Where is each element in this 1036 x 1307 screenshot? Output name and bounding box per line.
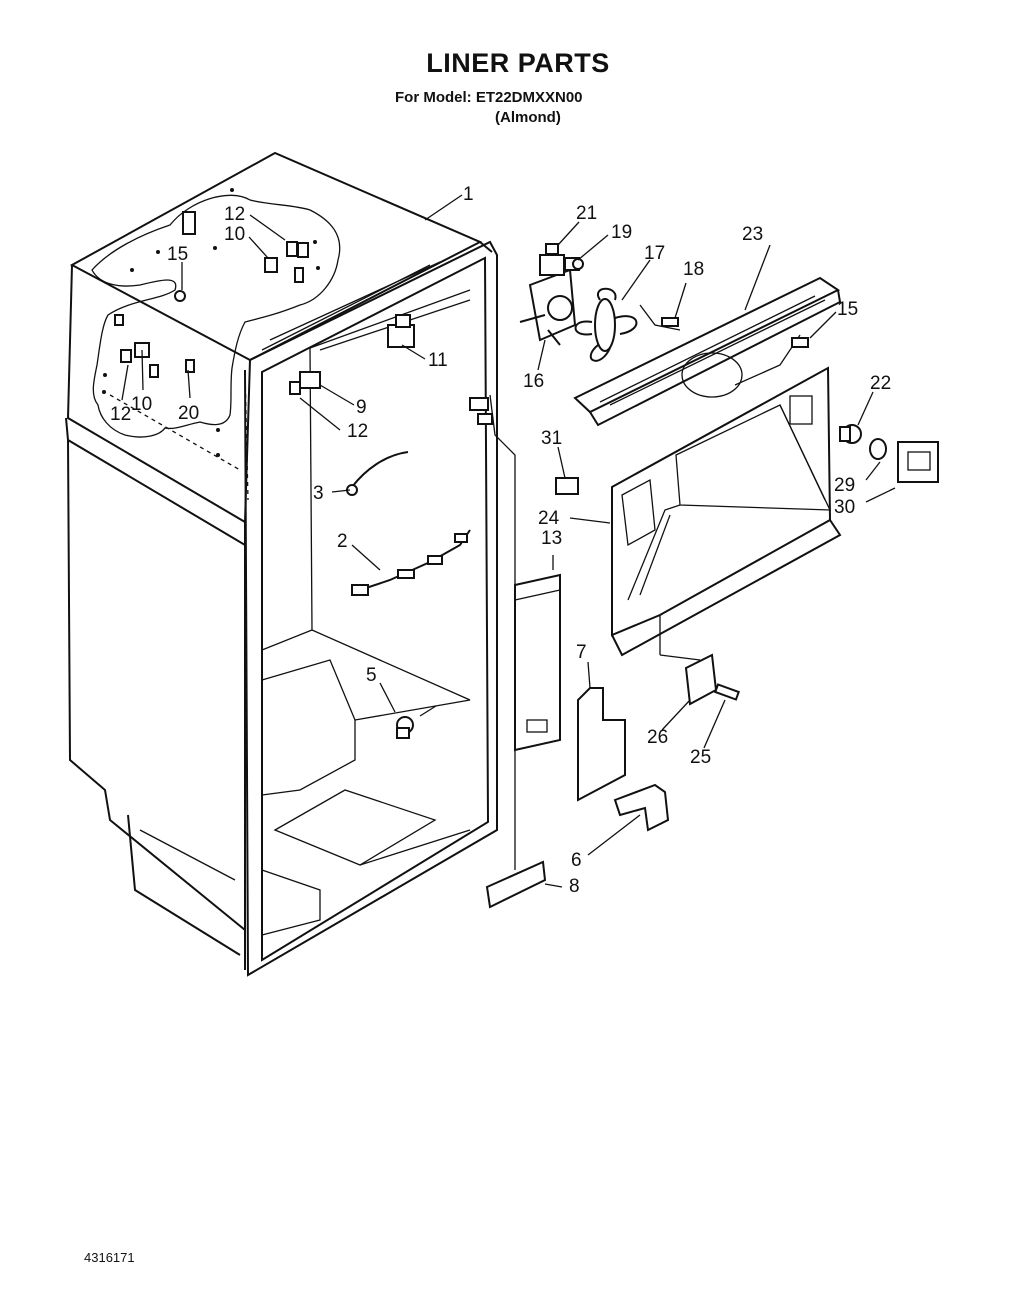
part-6-bracket — [613, 783, 670, 832]
callout-12: 12 — [224, 204, 245, 225]
part-7-shield — [577, 687, 626, 802]
callout-25: 25 — [690, 747, 711, 768]
liner-1 — [244, 240, 516, 977]
callout-10: 10 — [224, 224, 245, 245]
callout-23: 23 — [742, 224, 763, 245]
callout-8: 8 — [569, 876, 580, 897]
callout-13: 13 — [541, 528, 562, 549]
part-31-clip — [555, 477, 579, 495]
top-brackets — [102, 188, 320, 457]
callout-16: 16 — [523, 371, 544, 392]
part-26-plate — [684, 653, 740, 706]
callout-10: 10 — [131, 394, 152, 415]
callout-17: 17 — [644, 243, 665, 264]
callout-9: 9 — [356, 397, 367, 418]
callout-11: 11 — [428, 350, 448, 371]
callout-3: 3 — [313, 483, 324, 504]
callout-24: 24 — [538, 508, 560, 529]
callout-30: 30 — [834, 497, 855, 518]
callout-labels: 1 12 10 15 12 10 20 11 9 12 3 2 5 13 21 … — [110, 184, 891, 897]
part-8-strip — [485, 860, 547, 909]
callout-12: 12 — [110, 404, 131, 425]
cabinet-shell — [65, 151, 493, 970]
leader-lines — [121, 194, 896, 888]
model-color: (Almond) — [495, 109, 561, 126]
diagram-title: LINER PARTS — [426, 48, 610, 78]
model-number: For Model: ET22DMXXN00 — [395, 89, 583, 106]
screw-15 — [791, 337, 809, 348]
light-components — [839, 424, 939, 483]
callout-2: 2 — [337, 531, 348, 552]
callout-31: 31 — [541, 428, 562, 449]
callout-22: 22 — [870, 373, 891, 394]
top-harness-outline — [91, 194, 341, 438]
callout-7: 7 — [576, 642, 587, 663]
callout-15: 15 — [167, 244, 188, 265]
part-24-panel — [611, 366, 842, 661]
document-number: 4316171 — [84, 1250, 135, 1265]
callout-21: 21 — [576, 203, 597, 224]
callout-6: 6 — [571, 850, 582, 871]
callout-15: 15 — [837, 299, 858, 320]
liner-small-parts — [289, 314, 471, 739]
callout-1: 1 — [463, 184, 474, 205]
callout-5: 5 — [366, 665, 377, 686]
callout-20: 20 — [178, 403, 199, 424]
callout-29: 29 — [834, 475, 855, 496]
callout-26: 26 — [647, 727, 668, 748]
part-23-channel — [573, 276, 842, 427]
fan-motor-assembly — [519, 243, 681, 362]
part-13-duct — [514, 573, 561, 752]
callout-12: 12 — [347, 421, 368, 442]
callout-19: 19 — [611, 222, 632, 243]
callout-18: 18 — [683, 259, 704, 280]
